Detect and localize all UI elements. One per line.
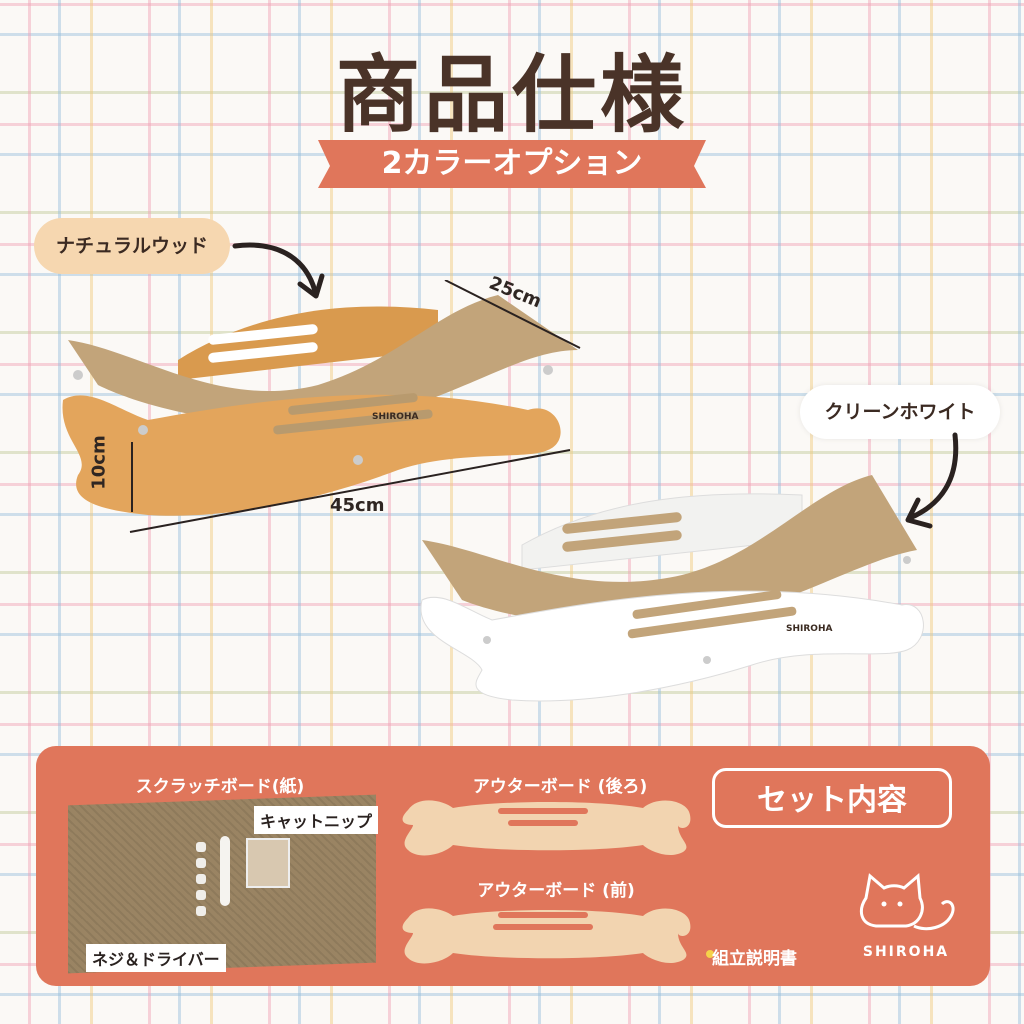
set-contents-badge: セット内容	[712, 768, 952, 828]
natural-wood-scratcher-image	[62, 295, 578, 516]
outer-board-front-image	[402, 908, 691, 964]
outer-board-back-image	[402, 800, 691, 856]
height-dimension: 10cm	[88, 435, 110, 490]
cat-logo-icon	[859, 872, 955, 931]
clean-white-scratcher-image	[420, 475, 924, 702]
screws-image	[196, 842, 206, 916]
catnip-label: キャットニップ	[254, 806, 379, 834]
clean-white-label: クリーンホワイト	[800, 385, 1000, 439]
screwdriver-image	[220, 836, 230, 906]
subtitle-text: 2カラーオプション	[381, 146, 643, 181]
brand-logo-text: SHIROHA	[862, 944, 950, 960]
manual-label: 組立説明書	[712, 949, 797, 969]
bullet-icon	[706, 950, 714, 958]
page-title: 商品仕様	[335, 46, 688, 144]
catnip-pack-image	[246, 838, 290, 888]
dimension-lines	[129, 280, 581, 533]
outer-board-front-label: アウターボード (前)	[477, 881, 635, 901]
width-dimension: 45cm	[330, 495, 385, 516]
arrow-icon	[905, 432, 959, 529]
outer-board-back-label: アウターボード (後ろ)	[472, 777, 648, 797]
screws-label: ネジ＆ドライバー	[86, 944, 226, 972]
natural-wood-label: ナチュラルウッド	[34, 218, 230, 274]
natural-brand-mark: SHIROHA	[372, 412, 419, 422]
subtitle-ribbon	[318, 140, 706, 188]
white-brand-mark: SHIROHA	[786, 624, 833, 634]
scratch-board-label: スクラッチボード(紙)	[135, 777, 305, 797]
arrow-icon	[232, 242, 325, 299]
